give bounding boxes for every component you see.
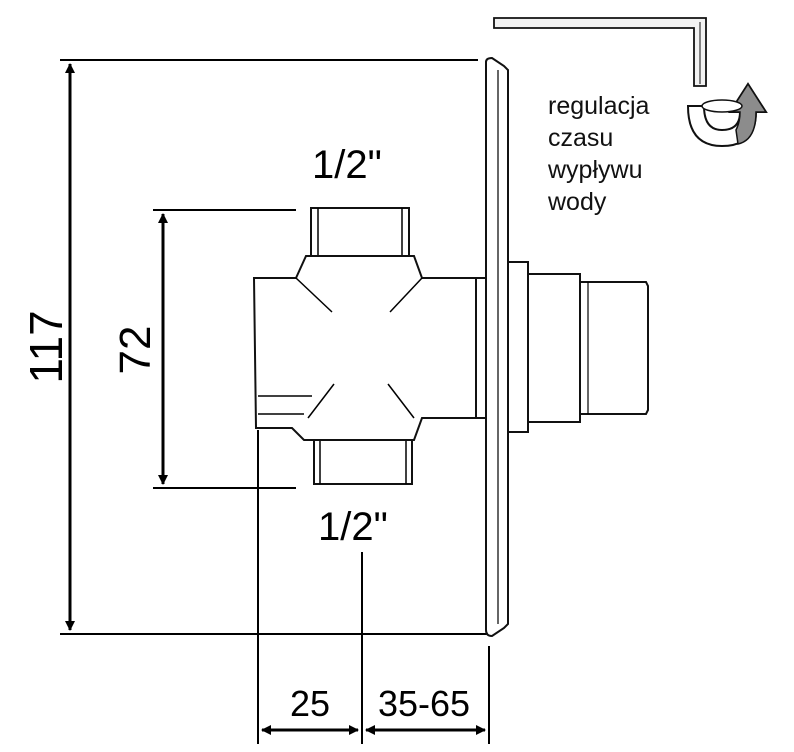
spindle-nut [507, 261, 529, 433]
note-line-1: regulacja [548, 92, 650, 120]
dimension-label-72: 72 [111, 326, 160, 375]
thread-label-bottom: 1/2" [318, 505, 388, 549]
dimension-overall-height: 117 [20, 59, 488, 635]
dimension-label-35-65: 35-65 [378, 683, 470, 724]
dimension-label-117: 117 [20, 310, 72, 383]
valve-main-body [252, 255, 477, 441]
dimension-label-25: 25 [290, 683, 330, 724]
rotate-arrow-icon [686, 82, 768, 148]
hex-key-icon [493, 17, 707, 87]
adjustment-note: regulacja czasu wypływu wody [547, 92, 650, 216]
spindle-cap [579, 281, 649, 415]
wall-plate [485, 56, 509, 638]
flange-ring [475, 277, 487, 419]
note-line-2: czasu [548, 124, 613, 152]
wall-plate-outline [485, 56, 509, 638]
top-inlet-pipe [310, 207, 410, 257]
dimension-inlet-spacing: 72 [111, 209, 296, 489]
thread-label-top: 1/2" [312, 143, 382, 187]
spindle-collar [527, 273, 581, 423]
note-line-4: wody [547, 188, 607, 216]
valve-body [252, 207, 477, 485]
note-line-3: wypływu [547, 156, 642, 184]
dimension-depth: 25 35-65 [257, 430, 490, 744]
bottom-inlet-pipe [313, 439, 413, 485]
spindle-assembly [475, 261, 649, 433]
